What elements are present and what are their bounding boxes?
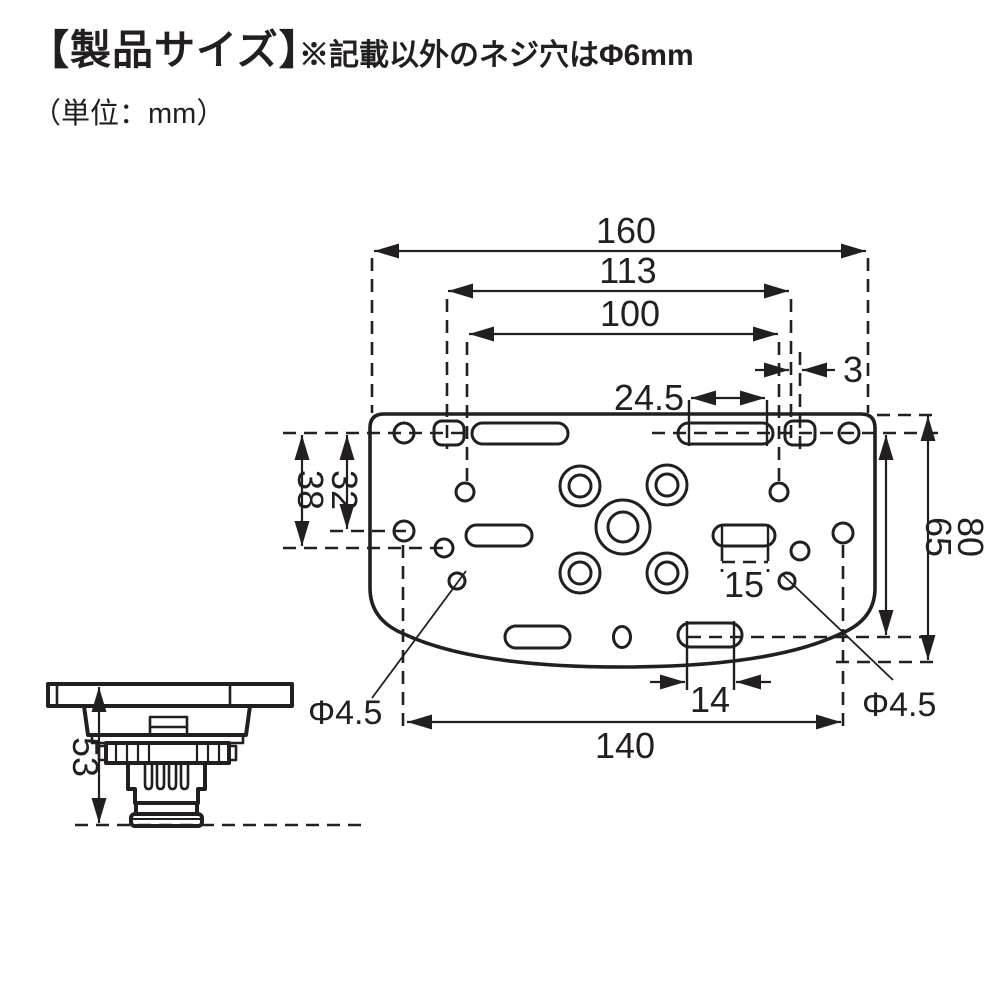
grommet-hole-inner [654,472,680,498]
side-comb-block [126,761,207,805]
dim-label-100: 100 [600,293,660,334]
screw-hole [612,625,632,649]
dim-label-phi45-left: Φ4.5 [308,694,382,732]
screw-hole [768,481,790,503]
grommet-hole-outer [645,463,689,507]
dim-label-14: 14 [690,679,730,720]
dim-label-38: 38 [290,470,331,510]
side-body [82,704,252,737]
slot-hole [711,523,777,548]
plate-holes [392,419,861,650]
center-hole-inner [606,510,640,544]
leader-line-left [371,570,467,699]
dim-label-phi45-right: Φ4.5 [862,686,936,724]
grommet-hole-outer [558,464,602,508]
plate-outline [368,412,877,669]
grommet-hole-inner [654,560,680,586]
grommet-hole-inner [567,473,593,499]
side-view: 53 [46,682,368,828]
screw-hole [831,521,855,545]
screw-hole [789,540,811,562]
side-comb-teeth [143,764,190,791]
side-top-plate [46,682,294,708]
screw-hole [454,481,476,503]
side-rib-block [104,741,231,765]
screw-hole-note: ※記載以外のネジ穴はΦ6mm [299,39,694,72]
plan-view: 160 113 100 3 24.5 38 32 65 80 15 14 140… [283,210,991,766]
dim-label-113: 113 [599,250,656,291]
dim-label-65: 65 [918,517,959,557]
dim-label-15: 15 [724,564,764,605]
small-hole-right [777,571,797,591]
dim-label-3: 3 [843,349,863,390]
grommet-hole-outer [558,551,602,595]
slot-hole [464,523,534,548]
dim-label-53: 53 [65,737,106,777]
dim-label-160: 160 [596,210,656,251]
unit-label: （単位：mm） [32,98,226,130]
side-ribs [114,743,221,763]
dim-label-140: 140 [595,725,655,766]
slot-hole [503,624,572,650]
dimension-labels: 160 113 100 3 24.5 38 32 65 80 15 14 140… [290,210,991,766]
slot-hole [676,621,744,649]
small-hole-left [447,571,467,591]
screw-hole [837,421,861,445]
dim-label-80: 80 [950,517,991,557]
leader-line-right [782,574,894,681]
page-title: 【製品サイズ】 [28,27,321,73]
grommet-hole-inner [567,560,593,586]
dimension-lines [294,243,936,730]
dim-label-24-5: 24.5 [614,377,684,418]
extension-ticks [685,400,770,690]
dim-label-32: 32 [324,470,365,510]
center-hole-outer [594,498,652,556]
slot-hole [470,421,570,446]
grommet-hole-outer [645,551,689,595]
